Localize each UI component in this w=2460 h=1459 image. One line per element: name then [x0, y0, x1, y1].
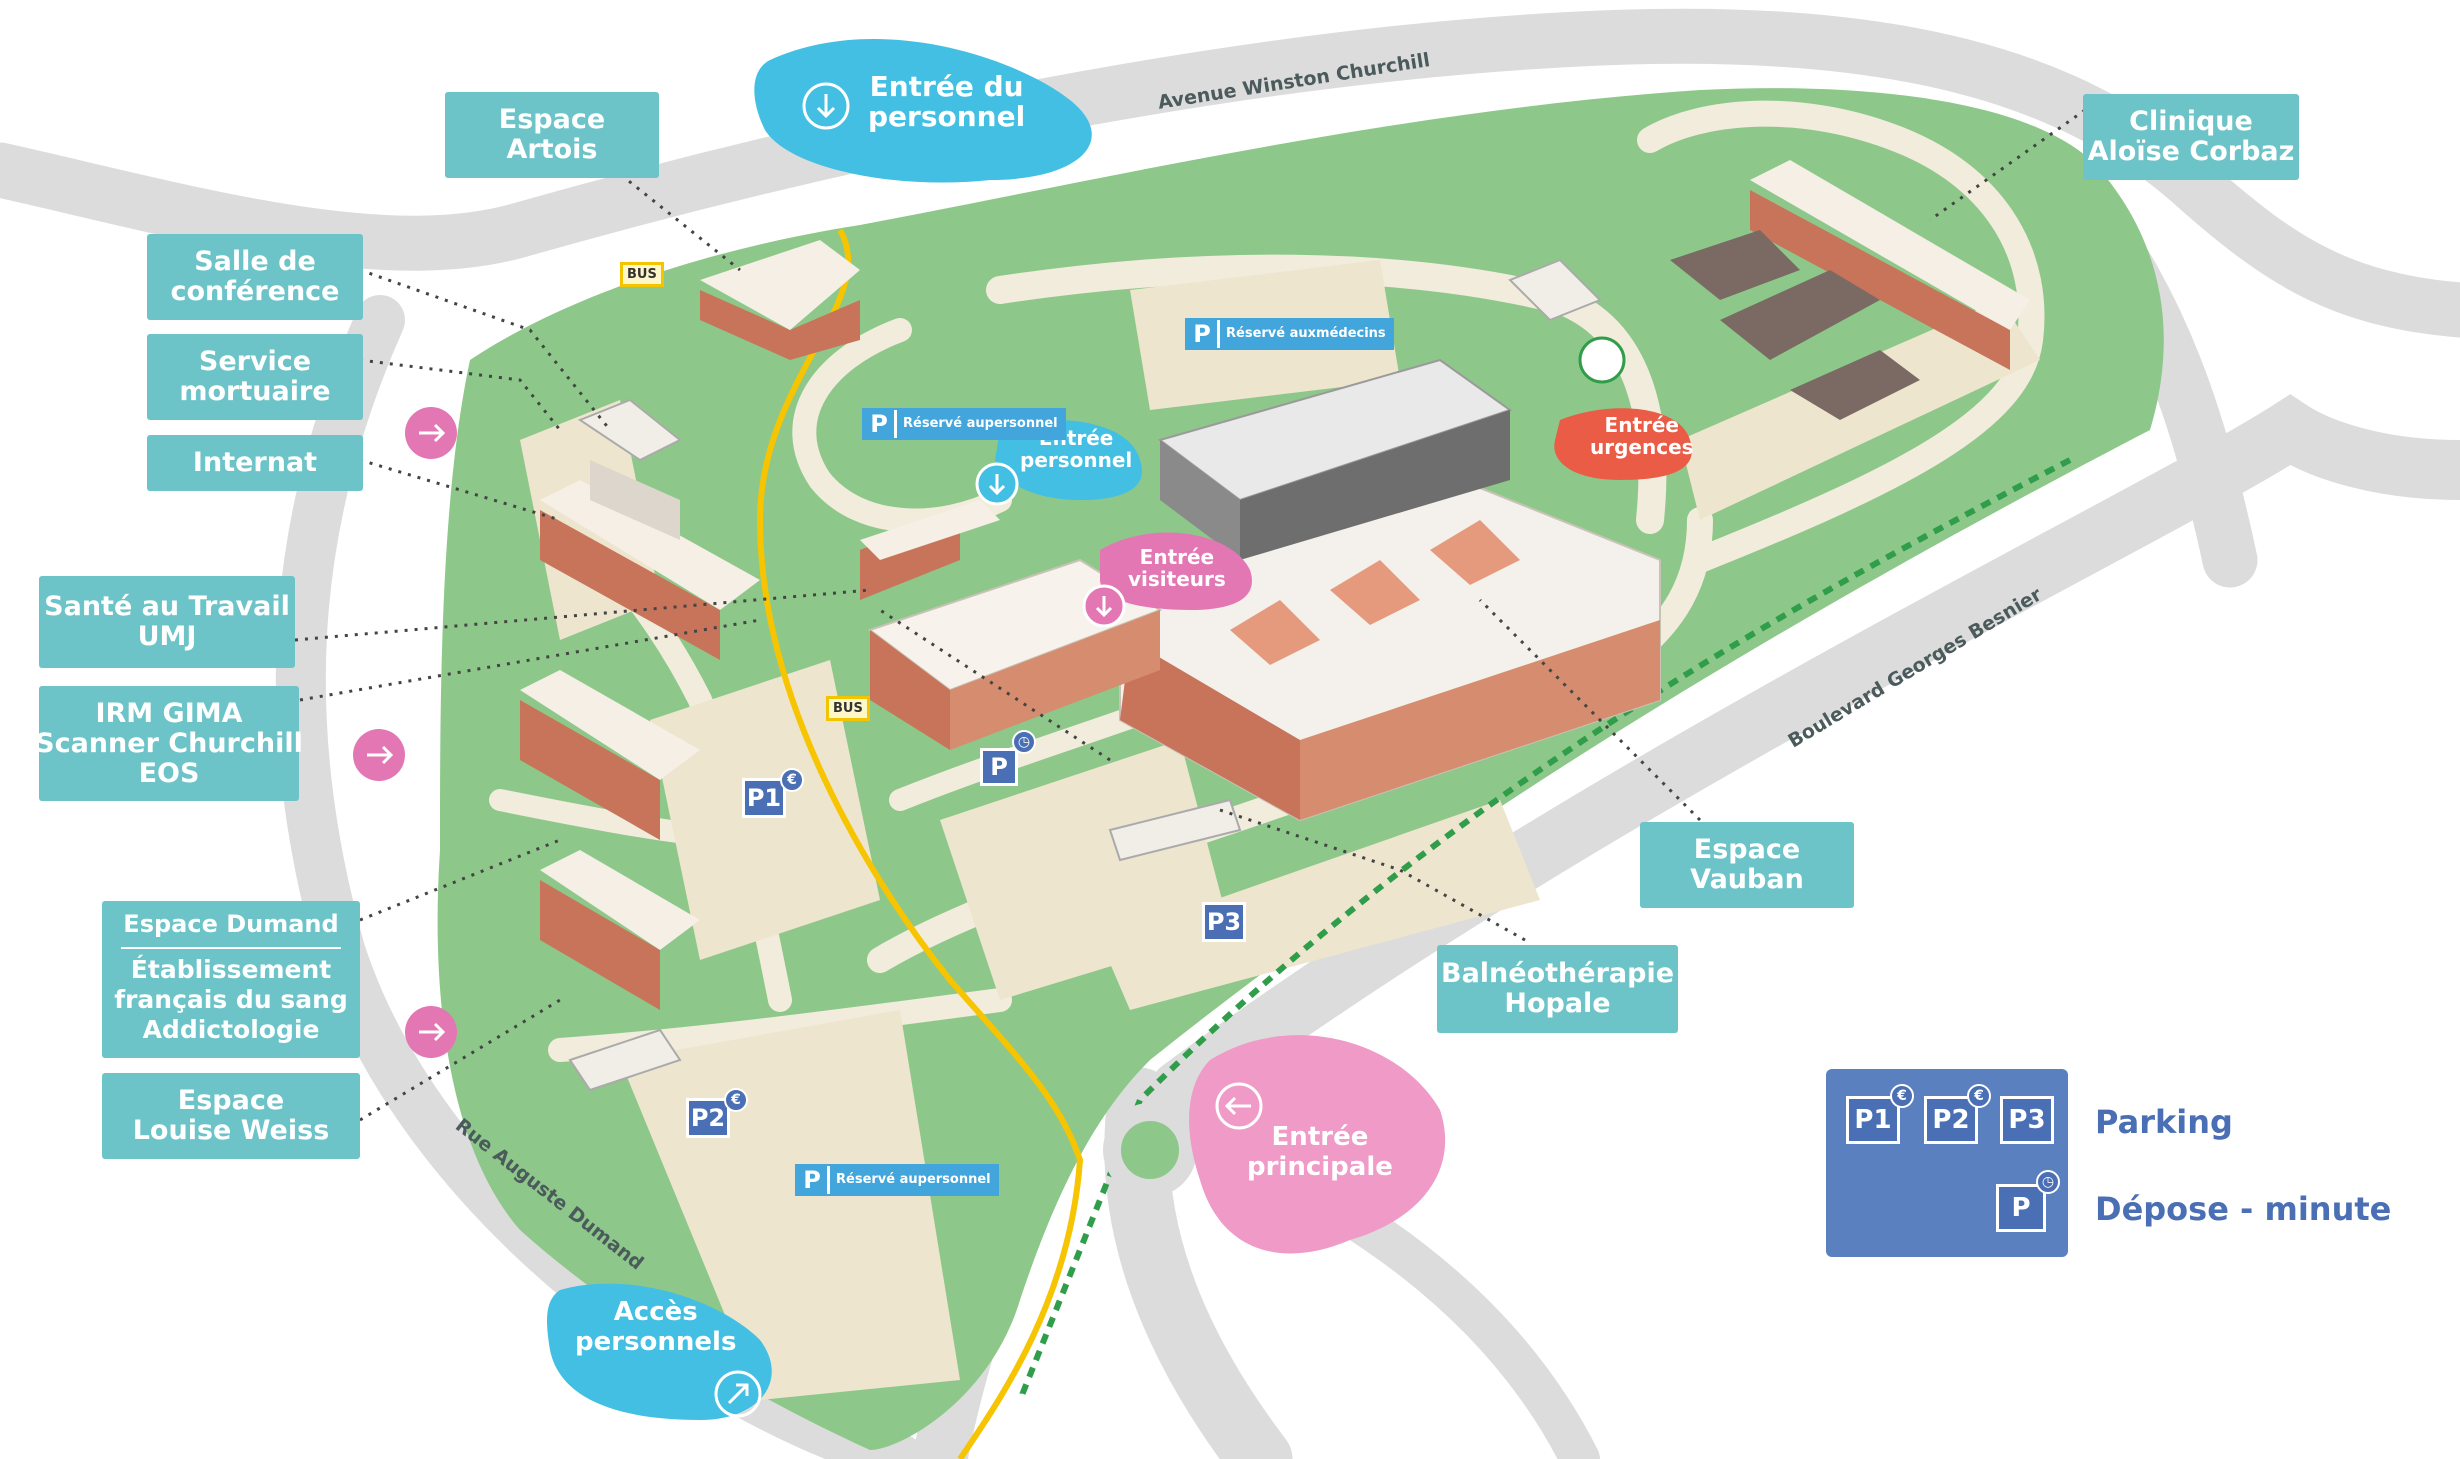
- entree-visiteurs-icon: [1082, 584, 1126, 628]
- bus-stop: BUS: [620, 262, 664, 287]
- euro-badge-icon: €: [780, 768, 804, 792]
- clock-icon: ◷: [2036, 1170, 2060, 1194]
- roundabout: [1103, 1103, 1197, 1197]
- blob-entree-visiteurs: [1100, 532, 1252, 610]
- euro-badge-icon: €: [1890, 1084, 1914, 1108]
- legend-depose-minute-label: Dépose - minute: [2095, 1190, 2392, 1228]
- parking-p-letter: P: [1187, 320, 1217, 348]
- euro-badge-icon: €: [724, 1088, 748, 1112]
- euro-badge-icon: €: [1967, 1084, 1991, 1108]
- legend-p2: P2: [1924, 1096, 1978, 1144]
- arrow-right-icon[interactable]: [405, 407, 457, 459]
- bus-route: [756, 228, 1084, 1459]
- blob-acces-personnels: [547, 1283, 772, 1420]
- blob-entree-personnel-top: [754, 39, 1092, 183]
- buildings: [520, 160, 2030, 1092]
- parking-p-letter: P: [864, 410, 894, 438]
- arrow-right-icon[interactable]: [405, 1006, 457, 1058]
- legend-p-depose: P: [1996, 1184, 2046, 1232]
- label-internat[interactable]: Internat: [147, 435, 363, 491]
- entree-principale-icon: [1215, 1082, 1263, 1130]
- parking-p-letter: P: [797, 1166, 827, 1194]
- parking-p3[interactable]: P3: [1202, 902, 1246, 942]
- clock-icon: ◷: [1012, 730, 1036, 754]
- parking-p2[interactable]: P2: [686, 1098, 730, 1138]
- blob-entree-personnel-mid: [995, 420, 1142, 500]
- entree-personnel-top-icon: [802, 82, 850, 130]
- legend-p3: P3: [2000, 1096, 2054, 1144]
- arrow-right-icon[interactable]: [353, 729, 405, 781]
- legend-p1: P1: [1846, 1096, 1900, 1144]
- parking-depose-minute[interactable]: P: [980, 748, 1018, 786]
- label-espace-dumand[interactable]: Espace Dumand Établissement français du …: [102, 901, 360, 1058]
- bus-stop: BUS: [826, 696, 870, 721]
- parking-p1[interactable]: P1: [742, 778, 786, 818]
- blob-entree-urgences: [1554, 408, 1692, 480]
- legend-parking-label: Parking: [2095, 1103, 2233, 1141]
- cycle-path: [1017, 457, 2072, 1402]
- entree-personnel-mid-icon: [975, 462, 1019, 506]
- acces-personnels-icon: [714, 1370, 762, 1418]
